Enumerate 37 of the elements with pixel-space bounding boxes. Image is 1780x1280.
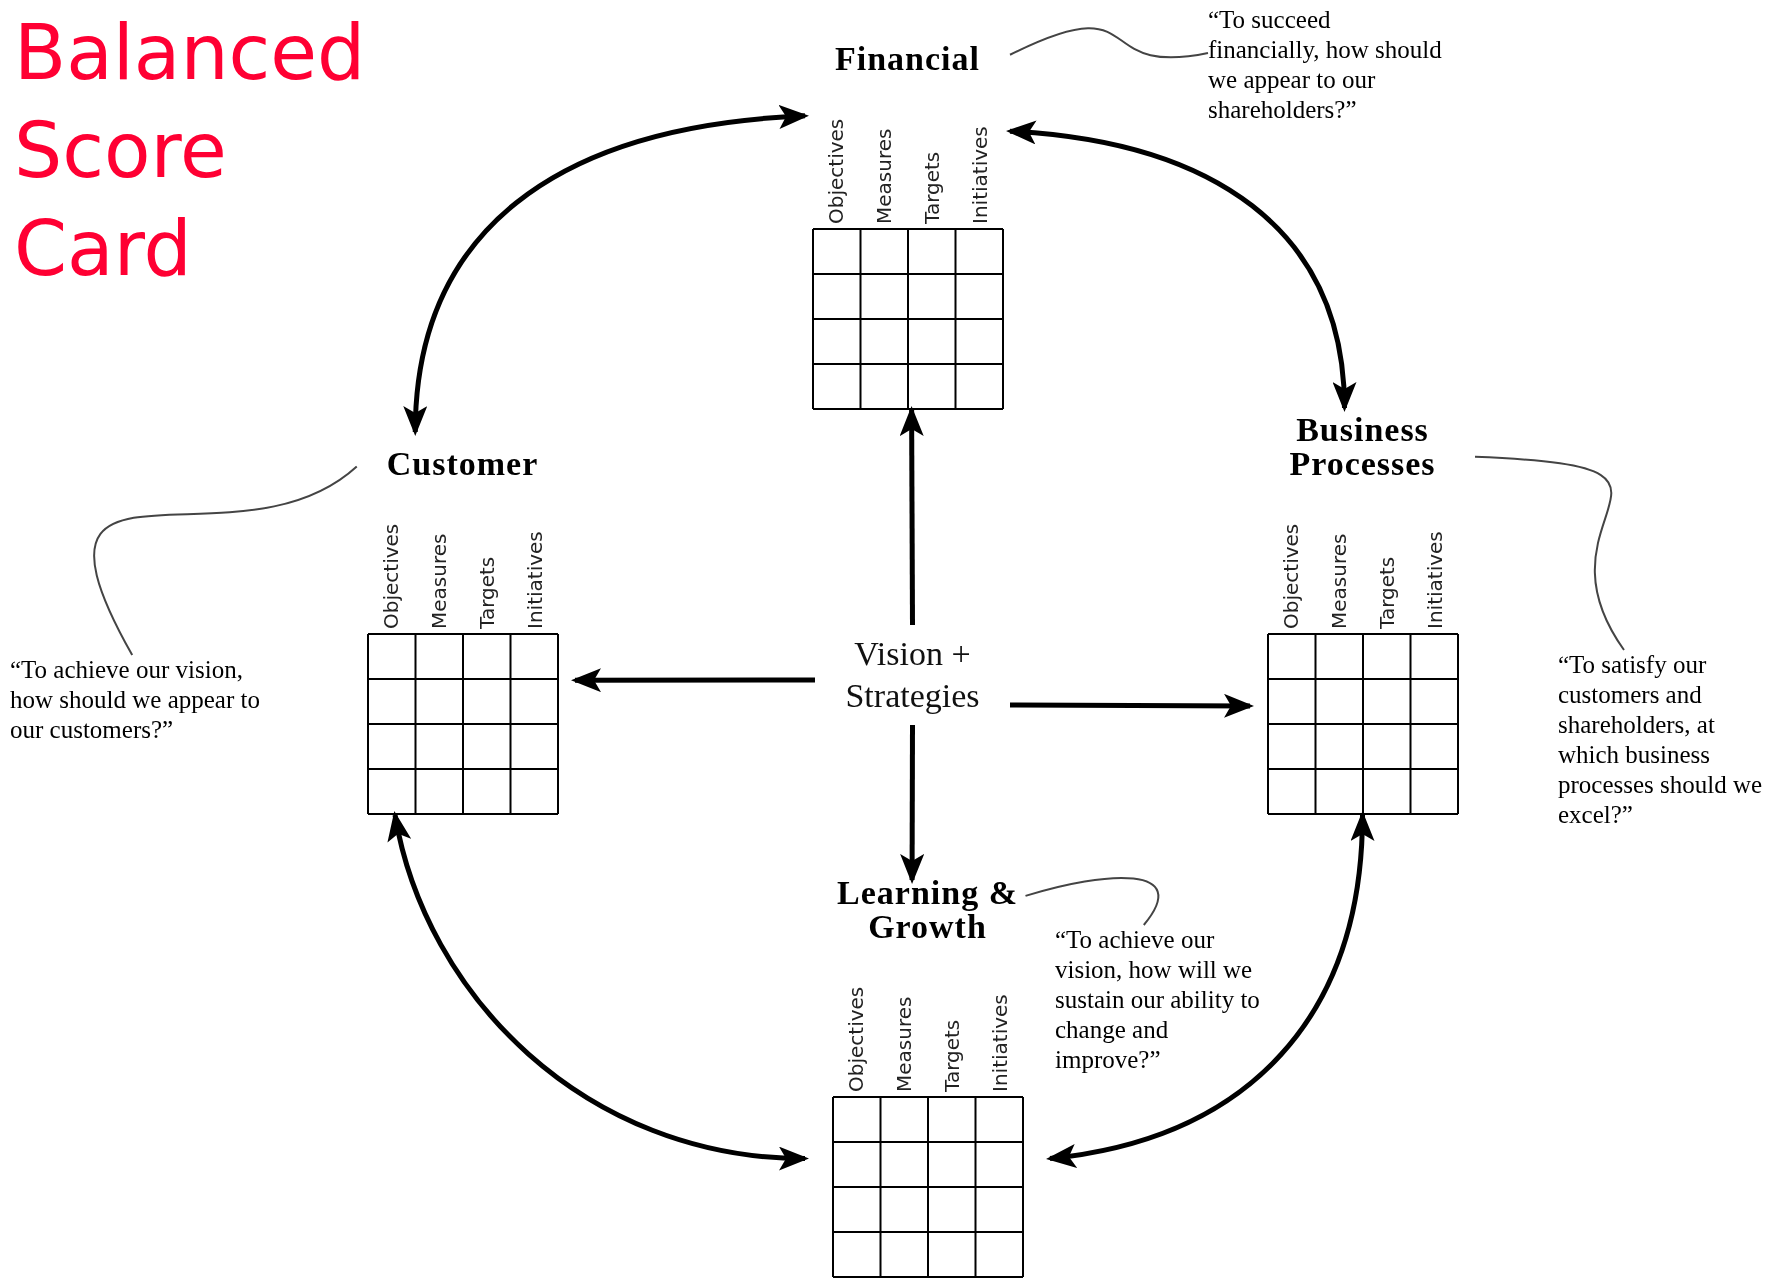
perspective-heading: Learning & Growth [836,876,1019,944]
quote-text: “To satisfy our customers and shareholders, at which business processes should we excel?” [1558,650,1778,850]
perspective-heading: Business Processes [1288,413,1437,481]
column-header: Targets [938,1018,965,1094]
column-header: Objectives [1277,522,1304,631]
double-arrow [404,105,809,436]
column-header: Measures [890,995,917,1094]
arrow [900,725,925,884]
leader-line [94,465,358,656]
column-header: Measures [425,532,452,631]
column-header: Initiatives [986,993,1013,1094]
quote-text: “To achieve our vision, how will we sustain our ability to change and improve?” [1055,925,1277,1085]
title-text: Balanced Score Card [14,7,367,295]
leader-line [1024,877,1159,926]
column-header: Initiatives [1421,530,1448,631]
arrow [571,668,815,693]
arrow [1010,693,1254,718]
quote-text: “To achieve our vision, how should we appear to our customers?” [10,655,270,785]
center-label: Vision + Strategies [815,625,1010,725]
double-arrow [1006,121,1355,412]
leader-line [1474,455,1625,651]
column-header: Objectives [842,985,869,1094]
column-header: Targets [918,150,945,226]
column-header: Objectives [377,522,404,631]
column-header: Initiatives [966,125,993,226]
column-header: Targets [1373,555,1400,631]
arrow [899,406,924,625]
double-arrow [389,811,809,1169]
quote-text: “To succeed financially, how should we appear to our shareholders?” [1208,5,1448,165]
column-header: Measures [870,127,897,226]
column-header: Measures [1325,532,1352,631]
perspective-heading: Financial [834,42,981,76]
leader-line [1009,27,1209,58]
column-header: Initiatives [521,530,548,631]
column-header: Targets [473,555,500,631]
perspective-heading: Customer [385,447,540,481]
column-header: Objectives [822,117,849,226]
